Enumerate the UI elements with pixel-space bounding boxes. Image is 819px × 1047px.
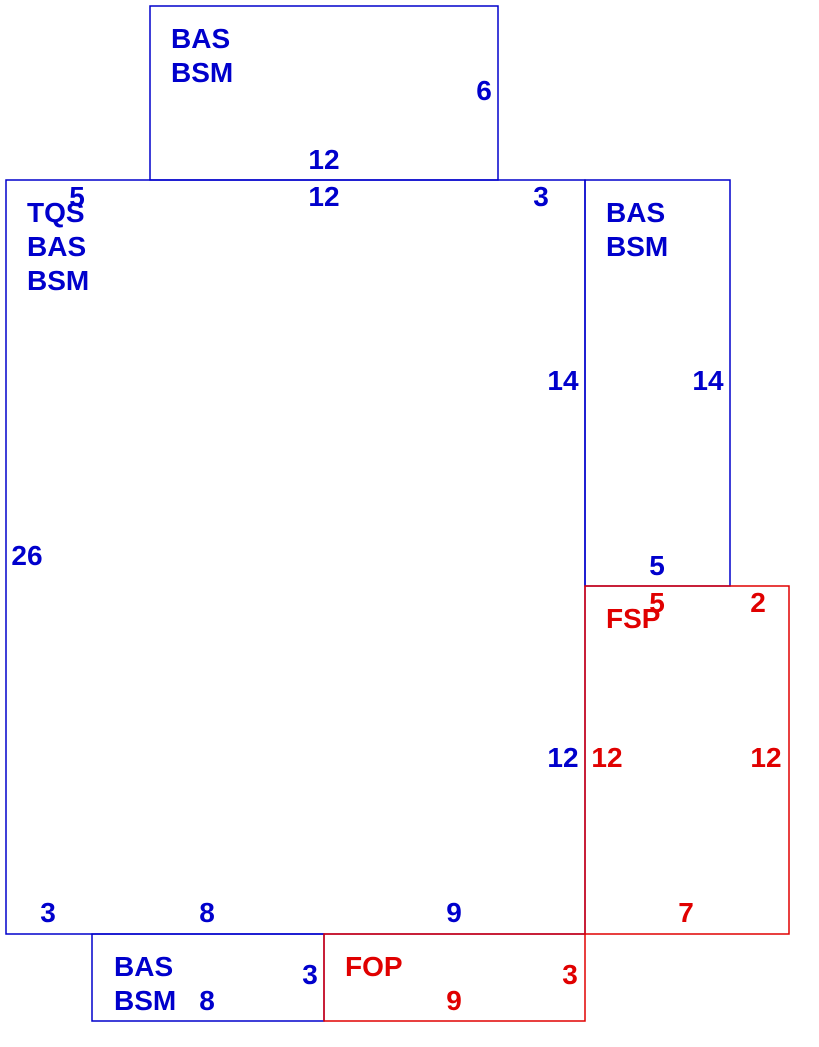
main-dim-top-left: 5 [69,181,85,212]
main-dim-top: 12 [308,181,339,212]
top-bump-dim-bottom: 12 [308,144,339,175]
fsp-dim-top-left: 5 [649,587,665,618]
bottom-bas-label-1: BAS [114,951,173,982]
main-label-2: BAS [27,231,86,262]
right-wing-label-1: BAS [606,197,665,228]
main-dim-right-lower: 12 [547,742,578,773]
main-dim-bottom-left: 3 [40,897,56,928]
fsp-dim-left: 12 [591,742,622,773]
right-wing-dim-bottom: 5 [649,550,665,581]
bottom-bas-label-2: BSM [114,985,176,1016]
top-bump-dim-right: 6 [476,75,492,106]
bottom-bas-dim-right: 3 [302,959,318,990]
main-dim-bottom-right: 9 [446,897,462,928]
main-dim-left: 26 [11,540,42,571]
main-label-3: BSM [27,265,89,296]
right-wing-label-2: BSM [606,231,668,262]
fsp-dim-top-right: 2 [750,587,766,618]
fop-label: FOP [345,951,403,982]
bottom-bas-dim-bottom: 8 [199,985,215,1016]
main-dim-right-upper: 14 [547,365,579,396]
main-area-outline [5,179,586,935]
top-bump-label-1: BAS [171,23,230,54]
fsp-dim-bottom: 7 [678,897,694,928]
fsp-label: FSP [606,603,660,634]
fsp-dim-right: 12 [750,742,781,773]
top-bump-label-2: BSM [171,57,233,88]
main-dim-top-right: 3 [533,181,549,212]
fop-dim-right: 3 [562,959,578,990]
fsp-outline [584,585,790,935]
main-label-1: TQS [27,197,85,228]
fop-outline [323,933,586,1022]
main-dim-bottom-mid: 8 [199,897,215,928]
right-wing-dim-right: 14 [692,365,724,396]
fop-dim-bottom: 9 [446,985,462,1016]
